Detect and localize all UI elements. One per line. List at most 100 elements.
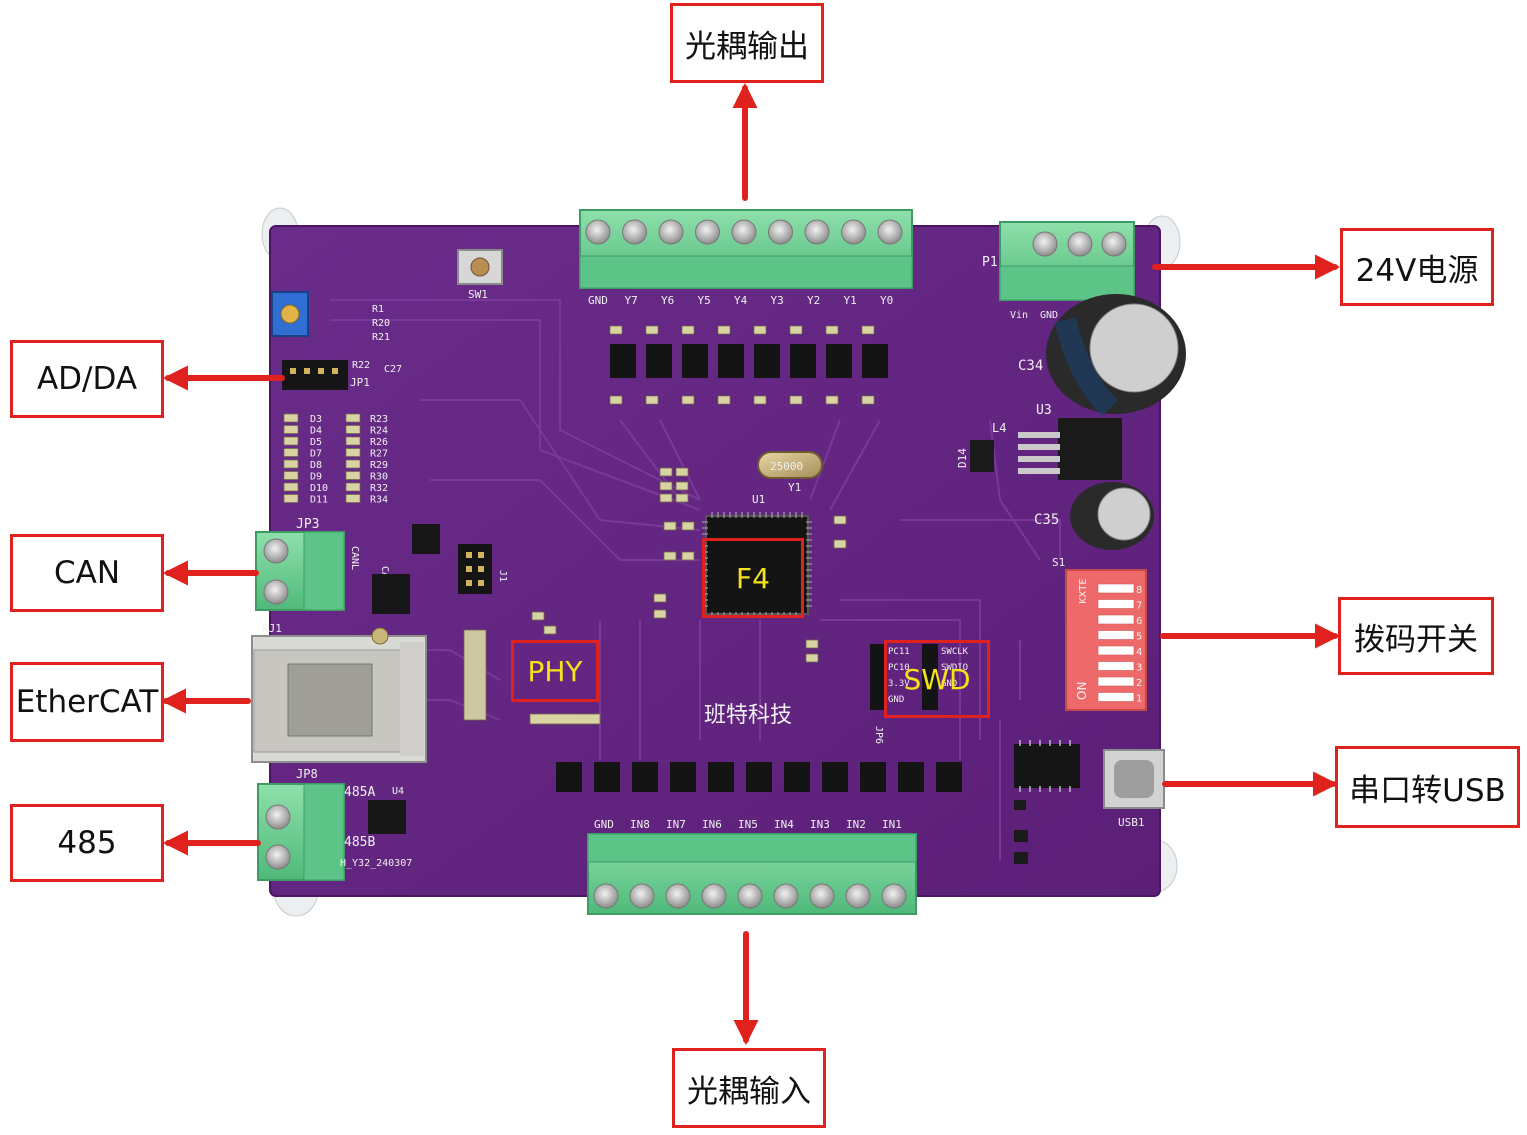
dip-slot [1097,599,1135,609]
j1-label: J1 [497,570,508,582]
swd-pin-label: GND [941,679,957,689]
led-label: D9 [310,472,322,483]
dip-switch [1065,569,1147,711]
screw [665,883,691,909]
d14-label: D14 [956,448,969,468]
brand-silkscreen: 班特科技 [704,703,792,728]
dip-number: 5 [1136,632,1142,643]
can-terminal [255,531,345,611]
optocoupler [822,762,848,792]
resistor-label: R30 [370,472,388,483]
jp6-pin-label: GND [888,695,904,705]
dip-on-label: ON [1075,682,1089,700]
callout-ethercat: EtherCAT [10,662,164,742]
callout-optocoupler-output: 光耦输出 [670,3,824,83]
misc-left-label: C27 [384,364,402,375]
smd-pad [861,395,875,405]
led-pad [283,425,299,434]
voltage-regulator [1018,418,1122,480]
screw [809,883,835,909]
led-label: D10 [310,483,328,494]
dip-slot [1097,583,1135,594]
sw1-label: SW1 [468,288,488,301]
u3-label: U3 [1036,403,1052,418]
led-label: D3 [310,414,322,425]
version-label: H_Y32_240307 [340,858,412,869]
capacitor-c34 [1046,294,1186,417]
dip-number: 8 [1136,585,1142,596]
dip-slot [1097,614,1135,625]
callout-dip-switch: 拨码开关 [1338,597,1494,675]
resistor-pad [345,448,361,457]
smd-pad [609,325,623,335]
screw [593,883,619,909]
led-pad [283,471,299,480]
smd-pad [717,395,731,405]
j1-header [458,544,492,594]
dip-slot [1097,692,1135,702]
optocoupler [682,344,708,378]
optocoupler [708,762,734,792]
center-smd-parts [463,467,847,725]
can-transceiver [372,524,440,614]
screw [658,219,684,245]
screw [737,883,763,909]
jp6-label: JP6 [873,726,884,744]
bottom-pin-label: GND [594,818,614,831]
bottom-terminal-screws [593,883,907,909]
resistor-pad [345,436,361,446]
s1-label: S1 [1052,556,1065,569]
screw [622,219,647,245]
top-pin-label: Y0 [880,294,893,307]
p1-label: P1 [982,255,998,270]
rs485-terminal [257,783,345,881]
screw [701,883,727,909]
resistor-pad [345,471,361,480]
u4-label: U4 [392,786,404,797]
usb-c-connector [1103,749,1165,809]
resistor-pad [345,425,361,434]
dip-slot [1097,645,1135,656]
power-terminal-block [999,221,1135,301]
smd-pad [645,325,659,335]
top-pin-label: Y5 [698,294,711,307]
rj45-connector [251,627,427,763]
output-optocouplers [609,325,888,405]
dip-number: 7 [1136,601,1142,612]
jp1-header [282,360,348,390]
resistor-label: R32 [370,483,388,494]
smd-pad [681,395,695,405]
resistor-label: R34 [370,495,388,506]
resistor-label: R26 [370,437,388,448]
dip-number: 1 [1136,694,1142,705]
optocoupler [784,762,810,792]
bottom-pin-label: IN5 [738,818,758,831]
led-pad [283,436,299,446]
smd-pad [825,325,839,335]
dip-slot [1097,676,1135,687]
screw [881,883,907,909]
c35-label: C35 [1034,512,1059,528]
bottom-pin-label: IN1 [882,818,902,831]
left-smd-parts [283,413,361,503]
optocoupler [556,762,582,792]
usb1-label: USB1 [1118,816,1145,829]
smd-pad [861,325,875,335]
dip-slot [1097,661,1135,671]
screw [695,219,720,245]
c34-label: C34 [1018,358,1043,374]
led-label: D4 [310,426,322,437]
optocoupler [632,762,658,792]
resistor-pad [345,494,361,503]
led-label: D7 [310,449,322,460]
mcu-highlight-label: F4 [702,538,804,618]
jp6-pin-label: PC10 [888,663,910,673]
smd-pad [789,395,803,405]
